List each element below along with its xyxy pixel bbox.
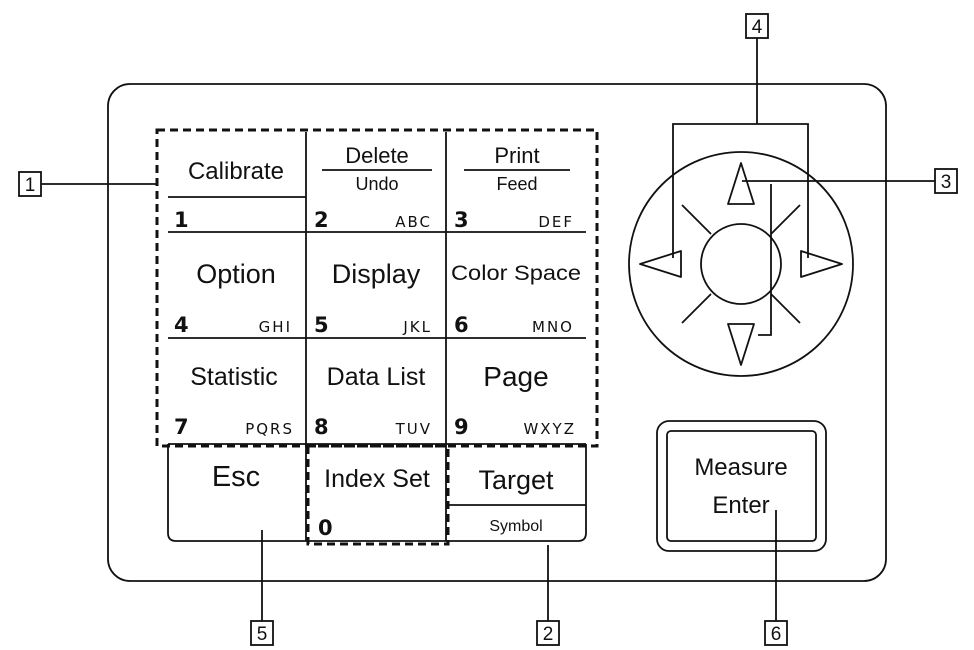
key-number: 6 [454,313,469,337]
dashed-regions [155,128,599,546]
measure-inner-frame [666,430,817,542]
key-number: 9 [454,415,469,439]
arrow-left-icon[interactable] [639,250,682,278]
svg-text:1: 1 [25,175,36,196]
key-label: Color Space [451,262,581,285]
index-set-region [306,444,450,546]
key-number: 5 [314,313,329,337]
svg-text:2: 2 [543,624,554,645]
key-sublabel: Symbol [489,518,542,535]
key-number: 2 [314,208,329,232]
key-label: Data List [327,363,426,391]
svg-text:5: 5 [257,624,268,645]
svg-text:6: 6 [771,624,782,645]
enter-label: Enter [712,492,769,519]
callout-4: 4 [745,13,769,39]
callout-leaders [41,38,935,621]
key-letters: GHI [259,318,292,336]
svg-text:3: 3 [941,172,952,193]
arrow-up-icon[interactable] [727,162,755,205]
measure-label: Measure [694,454,787,481]
key-number: 7 [174,415,189,439]
nav-ring [628,151,854,377]
key-delete-undo[interactable]: Delete Undo 2 ABC [314,143,432,232]
key-index-set[interactable]: Index Set 0 [318,465,430,540]
key-letters: JKL [402,318,432,336]
key-letters: DEF [538,213,574,231]
key-label: Print [494,143,539,168]
key-label: Page [483,361,548,392]
key-data-list[interactable]: Data List 8 TUV [314,363,432,439]
key-label: Calibrate [188,158,284,185]
key-esc[interactable]: Esc [212,461,260,493]
leader-4-bracket [672,123,809,258]
key-statistic[interactable]: Statistic 7 PQRS [174,363,294,439]
key-calibrate[interactable]: Calibrate 1 [174,158,284,232]
key-label: Display [332,259,421,289]
nav-center-button[interactable] [700,223,782,305]
measure-enter-button[interactable]: Measure Enter [656,420,827,552]
key-label: Esc [212,461,260,493]
keypad-grid [167,132,587,542]
key-label: Statistic [190,363,278,391]
key-letters: WXYZ [523,420,576,438]
key-number: 3 [454,208,469,232]
key-target[interactable]: Target Symbol [478,465,554,535]
arrow-right-icon[interactable] [800,250,843,278]
svg-text:4: 4 [752,17,763,38]
callout-2: 2 [536,620,560,646]
key-sublabel: Feed [496,174,537,194]
key-number: 4 [174,313,189,337]
key-letters: PQRS [245,420,294,438]
nav-diagonals [681,204,801,324]
key-display[interactable]: Display 5 JKL [314,259,432,337]
key-label: Delete [345,143,409,168]
key-number: 8 [314,415,329,439]
device-panel [107,83,887,582]
callout-6: 6 [764,620,788,646]
key-option[interactable]: Option 4 GHI [174,259,292,337]
callout-3: 3 [934,168,958,194]
key-label: Option [196,259,276,289]
key-page[interactable]: Page 9 WXYZ [454,361,576,439]
key-label: Index Set [324,465,430,493]
key-letters: ABC [395,213,432,231]
leader-3-side [758,184,772,336]
measure-outer-frame [656,420,827,552]
key-letters: MNO [532,318,574,336]
key-sublabel: Undo [355,174,398,194]
key-print-feed[interactable]: Print Feed 3 DEF [454,143,574,232]
key-letters: TUV [395,420,432,438]
arrow-down-icon[interactable] [727,323,755,366]
callout-5: 5 [250,620,274,646]
key-color-space[interactable]: Color Space 6 MNO [451,262,581,337]
navigation-pad[interactable] [628,151,854,377]
callout-1: 1 [18,171,42,197]
key-number: 1 [174,208,189,232]
key-number: 0 [318,516,333,540]
key-label: Target [478,465,554,495]
